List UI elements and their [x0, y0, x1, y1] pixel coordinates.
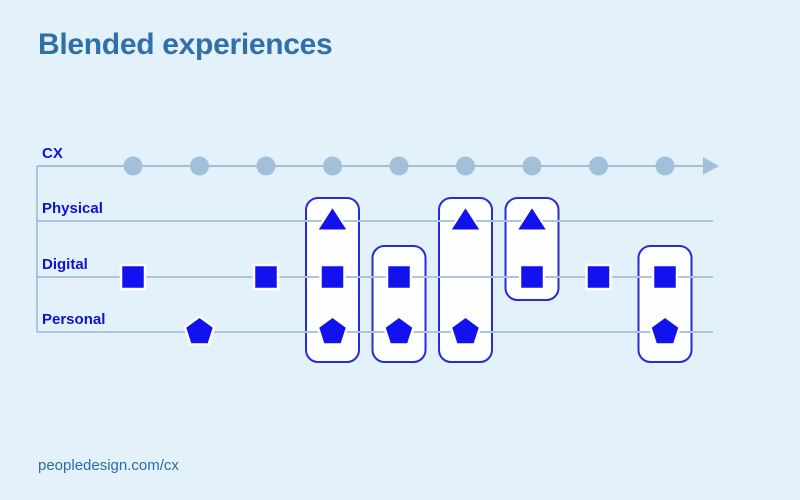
touchpoint-pentagon-icon	[316, 314, 349, 346]
timeline-node	[655, 156, 675, 176]
timeline-node	[389, 156, 409, 176]
touchpoint-triangle-icon	[448, 204, 483, 232]
page-title: Blended experiences	[38, 28, 333, 61]
row-label-physical: Physical	[42, 200, 103, 217]
touchpoint-square-icon	[252, 263, 280, 291]
row-label-cx: CX	[42, 145, 63, 162]
timeline-node	[522, 156, 542, 176]
timeline-node	[123, 156, 143, 176]
touchpoint-triangle-icon	[514, 204, 550, 232]
timeline-node	[190, 156, 209, 176]
touchpoint-square-icon	[385, 263, 413, 291]
touchpoint-triangle-icon	[315, 204, 350, 232]
touchpoint-square-icon	[518, 263, 546, 291]
touchpoint-square-icon	[119, 263, 147, 291]
touchpoint-pentagon-icon	[382, 314, 416, 346]
timeline-node	[323, 156, 342, 176]
touchpoint-pentagon-icon	[648, 314, 682, 346]
timeline-node	[256, 156, 276, 176]
touchpoint-pentagon-icon	[449, 314, 482, 346]
touchpoint-square-icon	[319, 263, 346, 291]
row-label-personal: Personal	[42, 311, 106, 328]
timeline-node	[589, 156, 608, 176]
experience-group	[438, 197, 493, 363]
timeline-node	[456, 156, 475, 176]
touchpoint-square-icon	[585, 263, 612, 291]
row-label-digital: Digital	[42, 256, 88, 273]
touchpoint-square-icon	[651, 263, 679, 291]
footer-url: peopledesign.com/cx	[38, 457, 179, 474]
touchpoint-pentagon-icon	[183, 314, 216, 346]
timeline-arrow-icon	[703, 157, 719, 175]
